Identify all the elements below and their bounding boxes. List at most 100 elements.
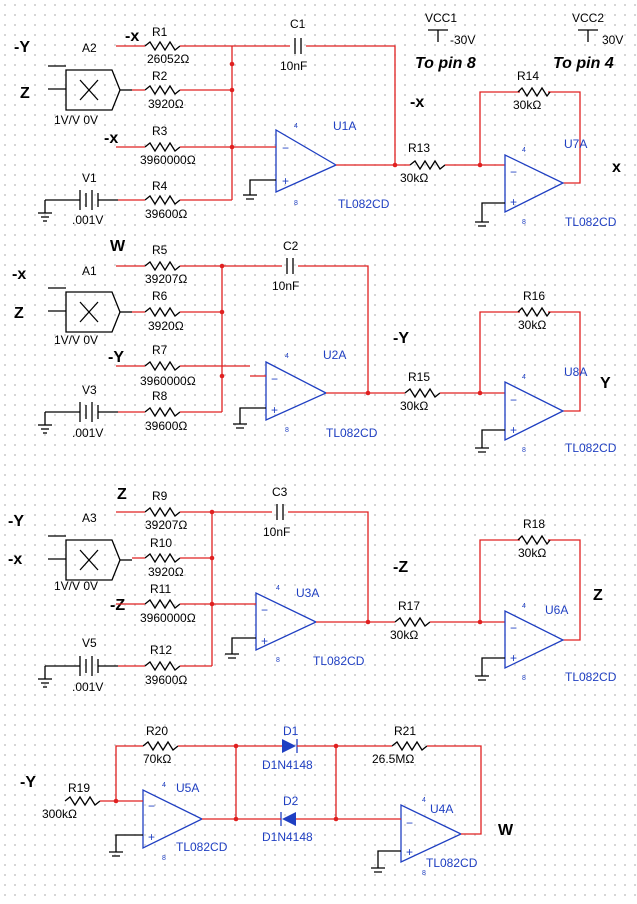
vcc2-note: To pin 4 [553, 55, 614, 72]
multiplier-a3[interactable]: A3 1V/V 0V [48, 511, 132, 593]
vcc1-source[interactable]: VCC1 -30V To pin 8 [415, 11, 476, 72]
svg-text:8: 8 [162, 855, 166, 862]
vcc2-source[interactable]: VCC2 30V To pin 4 [553, 11, 623, 72]
block1-mid-label: -x [410, 94, 424, 111]
svg-text:4: 4 [276, 585, 280, 592]
multiplier-a1[interactable]: A1 1V/V 0V [48, 264, 132, 347]
opamp-u5a[interactable]: −+ 4 8 U5A TL082CD [142, 781, 228, 862]
svg-text:4: 4 [522, 603, 526, 610]
svg-text:4: 4 [294, 123, 298, 130]
svg-text:30kΩ: 30kΩ [400, 399, 428, 413]
svg-text:30kΩ: 30kΩ [390, 628, 418, 642]
svg-text:.001V: .001V [72, 680, 103, 694]
resistor-r13[interactable]: R13 30kΩ [400, 141, 446, 185]
voltage-source-v3[interactable]: V3 .001V [38, 383, 118, 440]
svg-text:C2: C2 [283, 239, 299, 253]
block4-w-nonlinear: -Y R19 300kΩ R20 70kΩ R21 26.5MΩ D1 D1N4… [20, 724, 514, 877]
block2-input-b: Z [14, 305, 24, 322]
capacitor-c1[interactable]: C1 10nF [280, 17, 307, 73]
resistor-r6[interactable]: R6 3920Ω [144, 289, 184, 333]
svg-text:R19: R19 [68, 781, 90, 795]
svg-text:39207Ω: 39207Ω [145, 518, 187, 532]
opamp-u7a[interactable]: −+ 4 8 U7A TL082CD [504, 137, 617, 229]
svg-text:4: 4 [162, 782, 166, 789]
svg-text:A2: A2 [82, 41, 97, 55]
svg-text:+: + [406, 845, 413, 859]
opamp-u6a[interactable]: −+ 4 8 U6A TL082CD [504, 603, 617, 684]
opamp-u4a[interactable]: −+ 4 8 U4A TL082CD [400, 797, 478, 877]
svg-text:D1N4148: D1N4148 [262, 758, 313, 772]
resistor-r9[interactable]: R9 39207Ω [144, 489, 187, 532]
diode-d1[interactable]: D1 D1N4148 [262, 724, 313, 772]
svg-text:−: − [261, 603, 268, 617]
vcc1-value: -30V [450, 33, 475, 47]
resistor-r15[interactable]: R15 30kΩ [400, 370, 441, 413]
resistor-r5[interactable]: R5 39207Ω [144, 243, 187, 286]
block3-node-r11: -Z [110, 597, 125, 614]
svg-text:−: − [282, 141, 289, 155]
opamp-u3a[interactable]: −+ 4 8 U3A TL082CD [255, 585, 365, 668]
svg-text:D2: D2 [283, 794, 299, 808]
svg-text:U7A: U7A [564, 137, 587, 151]
resistor-r20[interactable]: R20 70kΩ [142, 724, 179, 766]
block2-input-a: -x [12, 266, 26, 283]
svg-text:R6: R6 [152, 289, 168, 303]
svg-text:+: + [148, 830, 155, 844]
svg-text:10nF: 10nF [272, 279, 299, 293]
capacitor-c2[interactable]: C2 10nF [272, 239, 299, 293]
svg-text:R15: R15 [408, 370, 430, 384]
svg-text:+: + [261, 634, 268, 648]
resistor-r11[interactable]: R11 3960000Ω [140, 582, 196, 625]
resistor-r4[interactable]: R4 39600Ω [144, 179, 187, 221]
voltage-source-v1[interactable]: V1 .001V [38, 171, 118, 227]
voltage-source-v5[interactable]: V5 .001V [38, 636, 118, 694]
svg-text:39600Ω: 39600Ω [145, 207, 187, 221]
svg-text:D1: D1 [283, 724, 299, 738]
svg-text:8: 8 [285, 427, 289, 434]
svg-text:R12: R12 [150, 643, 172, 657]
resistor-r12[interactable]: R12 39600Ω [144, 643, 187, 687]
resistor-r10[interactable]: R10 3920Ω [144, 536, 184, 579]
svg-text:R4: R4 [152, 179, 168, 193]
svg-text:TL082CD: TL082CD [565, 215, 617, 229]
vcc2-name: VCC2 [572, 11, 604, 25]
resistor-r17[interactable]: R17 30kΩ [390, 599, 431, 642]
svg-text:U8A: U8A [564, 365, 587, 379]
resistor-r21[interactable]: R21 26.5MΩ [372, 724, 428, 766]
svg-text:TL082CD: TL082CD [176, 840, 228, 854]
resistor-r1[interactable]: R1 26052Ω [144, 25, 189, 66]
resistor-r14[interactable]: R14 30kΩ [513, 69, 551, 112]
diode-d2[interactable]: D2 D1N4148 [262, 794, 313, 844]
resistor-r2[interactable]: R2 3920Ω [144, 69, 184, 111]
resistor-r19[interactable]: R19 300kΩ [42, 781, 101, 821]
svg-text:3960000Ω: 3960000Ω [140, 374, 196, 388]
resistor-r18[interactable]: R18 30kΩ [517, 517, 551, 560]
block2-node-r7: -Y [108, 349, 124, 366]
resistor-r3[interactable]: R3 3960000Ω [140, 124, 196, 167]
svg-text:4: 4 [285, 353, 289, 360]
opamp-u2a[interactable]: −+ 4 8 U2A TL082CD [265, 348, 378, 440]
svg-text:39600Ω: 39600Ω [145, 673, 187, 687]
opamp-u1a[interactable]: −+ 4 8 U1A TL082CD [275, 119, 390, 211]
resistor-r16[interactable]: R16 30kΩ [517, 289, 551, 332]
multiplier-a2[interactable]: A2 1V/V 0V [48, 41, 132, 127]
vcc1-note: To pin 8 [415, 55, 476, 72]
block3-input-b: -x [8, 551, 22, 568]
svg-text:V3: V3 [82, 383, 97, 397]
svg-text:R3: R3 [152, 124, 168, 138]
svg-text:R9: R9 [152, 489, 168, 503]
capacitor-c3[interactable]: C3 10nF [263, 485, 290, 539]
svg-text:C3: C3 [272, 485, 288, 499]
svg-text:39600Ω: 39600Ω [145, 419, 187, 433]
block4-input: -Y [20, 774, 36, 791]
svg-text:4: 4 [522, 374, 526, 381]
opamp-u8a[interactable]: −+ 4 8 U8A TL082CD [504, 365, 617, 455]
opamp-u1a-name: U1A [333, 119, 356, 133]
svg-text:TL082CD: TL082CD [426, 856, 478, 870]
resistor-r7[interactable]: R7 3960000Ω [140, 343, 196, 388]
resistor-r8[interactable]: R8 39600Ω [144, 389, 187, 433]
svg-text:+: + [271, 403, 278, 417]
svg-text:3960000Ω: 3960000Ω [140, 611, 196, 625]
